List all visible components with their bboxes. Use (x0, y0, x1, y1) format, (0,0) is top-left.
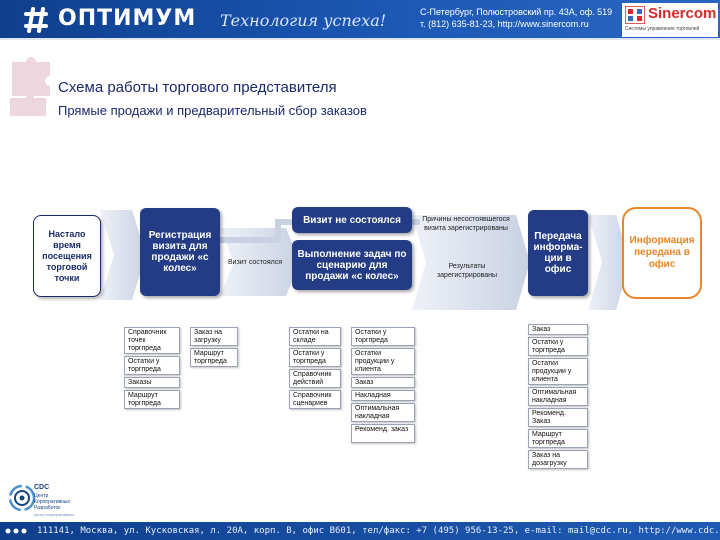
footer-address: 111141, Москва, ул. Кусковская, л. 20А, … (37, 526, 720, 536)
cell-col3-1: Остатки у торгпреда (289, 348, 341, 367)
footer-dots-icon (5, 528, 27, 534)
footer-company-desc: Центр Корпоративных Разработок (34, 493, 71, 511)
connector-failed (220, 219, 292, 243)
cell-col3-0: Остатки на складе (289, 327, 341, 346)
cell-col1-3: Маршрут торгпреда (124, 390, 180, 409)
partner-logo: Sinercom Системы управления торговлей (622, 3, 718, 37)
slide-subtitle: Прямые продажи и предварительный сбор за… (58, 103, 367, 118)
cell-col1-1: Остатки у торгпреда (124, 356, 180, 375)
partner-tagline: Системы управления торговлей (625, 26, 700, 32)
footer-bar (0, 522, 720, 540)
cell-col2-1: Маршрут торгпреда (190, 348, 238, 367)
footer-company-short: CDC (34, 484, 50, 491)
node-visit-failed: Визит не состоялся (292, 207, 412, 233)
cell-col4-4: Оптимальная накладная (351, 403, 415, 422)
cell-col4-3: Накладная (351, 390, 415, 401)
puzzle-decoration-icon (10, 57, 50, 116)
flow-arrow-1 (100, 210, 146, 300)
slogan: Технология успеха! (220, 11, 387, 30)
node-visit-failed-label: Визит не состоялся (303, 214, 401, 226)
optimum-logo-icon (24, 7, 48, 33)
cell-col4-1: Остатки продукции у клиента (351, 348, 415, 375)
footer-company-tag: центр корпоративных (34, 512, 75, 517)
edge-label-reasons: Причины несостоявшегося визита зарегистр… (422, 216, 510, 232)
node-start-label: Настало время посещения торговой точки (42, 228, 92, 283)
cell-col5-1: Остатки у торгпреда (528, 337, 588, 356)
node-transfer-label: Передача информа-ции в офис (533, 231, 583, 275)
header-contacts: С-Петербург, Полюстровский пр. 43А, оф. … (420, 6, 630, 30)
node-transfer: Передача информа-ции в офис (528, 210, 588, 296)
cdc-logo-icon (8, 484, 36, 512)
flow-arrow-4 (588, 215, 630, 310)
node-tasks-label: Выполнение задач по сценарию для продажи… (297, 248, 407, 282)
cell-col5-4: Рекоменд. Заказ (528, 408, 588, 427)
node-start: Настало время посещения торговой точки (33, 215, 101, 297)
cell-col4-5: Рекоменд. заказ (351, 424, 415, 443)
cell-col5-6: Заказ на дозагрузку (528, 450, 588, 469)
cell-col2-0: Заказ на загрузку (190, 327, 238, 346)
contacts-line-2: т. (812) 635-81-23, http://www.sinercom.… (420, 19, 589, 29)
cell-col4-0: Остатки у торгпреда (351, 327, 415, 346)
header-bar: ОПТИМУМ Технология успеха! С-Петербург, … (0, 0, 720, 40)
cell-col1-2: Заказы (124, 377, 180, 388)
cell-col3-3: Справочник сценариев (289, 390, 341, 409)
cell-col4-2: Заказ (351, 377, 415, 388)
contacts-line-1: С-Петербург, Полюстровский пр. 43А, оф. … (420, 7, 613, 17)
node-registration-label: Регистрация визита для продажи «с колес» (148, 230, 212, 274)
node-tasks: Выполнение задач по сценарию для продажи… (292, 240, 412, 290)
cell-col5-5: Маршрут торгпреда (528, 429, 588, 448)
edge-label-results: Результаты зарегистрированы (436, 263, 498, 279)
cell-col5-0: Заказ (528, 324, 588, 335)
node-end-label: Информация передана в офис (629, 235, 695, 270)
slide-title: Схема работы торгового представителя (58, 79, 337, 96)
flow-arrow-3 (412, 215, 530, 310)
cell-col3-2: Справочник действий (289, 369, 341, 388)
node-end: Информация передана в офис (622, 207, 702, 299)
flow-arrow-2 (220, 228, 300, 296)
cell-col1-0: Справочник точек торгпреда (124, 327, 180, 354)
logo-text: ОПТИМУМ (58, 6, 197, 31)
cell-col5-2: Остатки продукции у клиента (528, 358, 588, 385)
partner-mark-icon (625, 6, 645, 24)
cell-col5-3: Оптимальная накладная (528, 387, 588, 406)
partner-name: Sinercom (648, 5, 717, 22)
node-registration: Регистрация визита для продажи «с колес» (140, 208, 220, 296)
edge-label-visit-done: Визит состоялся (227, 259, 282, 266)
